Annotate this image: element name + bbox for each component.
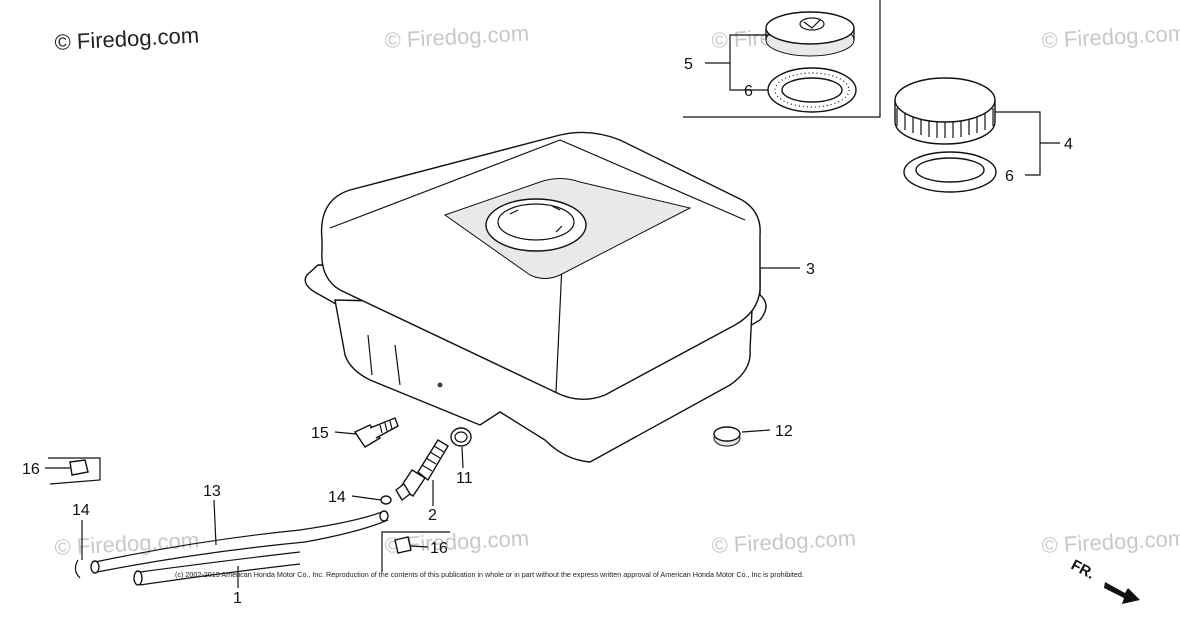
callout-16-left: 16 xyxy=(22,461,40,478)
drain-plug xyxy=(713,426,741,447)
fuel-valve xyxy=(395,439,449,502)
leader-5 xyxy=(705,34,770,91)
callout-14-left: 14 xyxy=(72,502,90,519)
leader-11 xyxy=(461,446,464,469)
callout-5: 5 xyxy=(684,56,693,73)
copyright-notice: (c) 2002-2013 American Honda Motor Co., … xyxy=(175,570,804,579)
leader-15 xyxy=(334,431,357,435)
front-direction-indicator: FR. xyxy=(1068,557,1140,604)
callout-1: 1 xyxy=(233,590,242,607)
watermark-bottom-mid: © Firedog.com xyxy=(711,525,857,558)
fuel-tank xyxy=(304,131,767,463)
leader-13 xyxy=(213,499,217,546)
gasket-upper xyxy=(767,67,857,113)
callout-3: 3 xyxy=(806,261,815,278)
hose-clip-valve xyxy=(380,495,392,505)
callout-6-right: 6 xyxy=(1005,168,1014,185)
watermark-bottom-right: © Firedog.com xyxy=(1041,525,1180,558)
callout-13: 13 xyxy=(203,483,221,500)
clamp-bottom xyxy=(381,531,450,572)
clamp-left xyxy=(48,457,101,485)
arrow-icon xyxy=(1104,582,1140,604)
callout-11: 11 xyxy=(456,470,473,487)
watermark-main: © Firedog.com xyxy=(54,22,200,55)
callout-14-valve: 14 xyxy=(328,489,346,506)
hose-clip-left xyxy=(74,559,81,579)
o-ring xyxy=(450,427,472,447)
bracket-box xyxy=(683,0,881,118)
watermark-top-center: © Firedog.com xyxy=(384,20,530,53)
callout-12: 12 xyxy=(775,423,793,440)
callout-4: 4 xyxy=(1064,136,1073,153)
fuel-cap-upper xyxy=(765,11,855,57)
leader-14-valve xyxy=(351,495,382,501)
gasket-right xyxy=(903,151,997,193)
leader-12 xyxy=(741,429,771,433)
callout-2: 2 xyxy=(428,507,437,524)
callout-6-upper: 6 xyxy=(744,83,753,100)
front-label: FR. xyxy=(1068,557,1097,583)
leader-16-bottom xyxy=(409,545,429,548)
watermark-top-right: © Firedog.com xyxy=(1041,20,1180,53)
leader-4 xyxy=(995,111,1060,176)
callout-15: 15 xyxy=(311,425,329,442)
fuel-cap-right xyxy=(894,77,996,145)
fuel-hose xyxy=(90,510,389,586)
callout-16-bottom: 16 xyxy=(430,540,448,557)
bolt xyxy=(353,417,399,448)
